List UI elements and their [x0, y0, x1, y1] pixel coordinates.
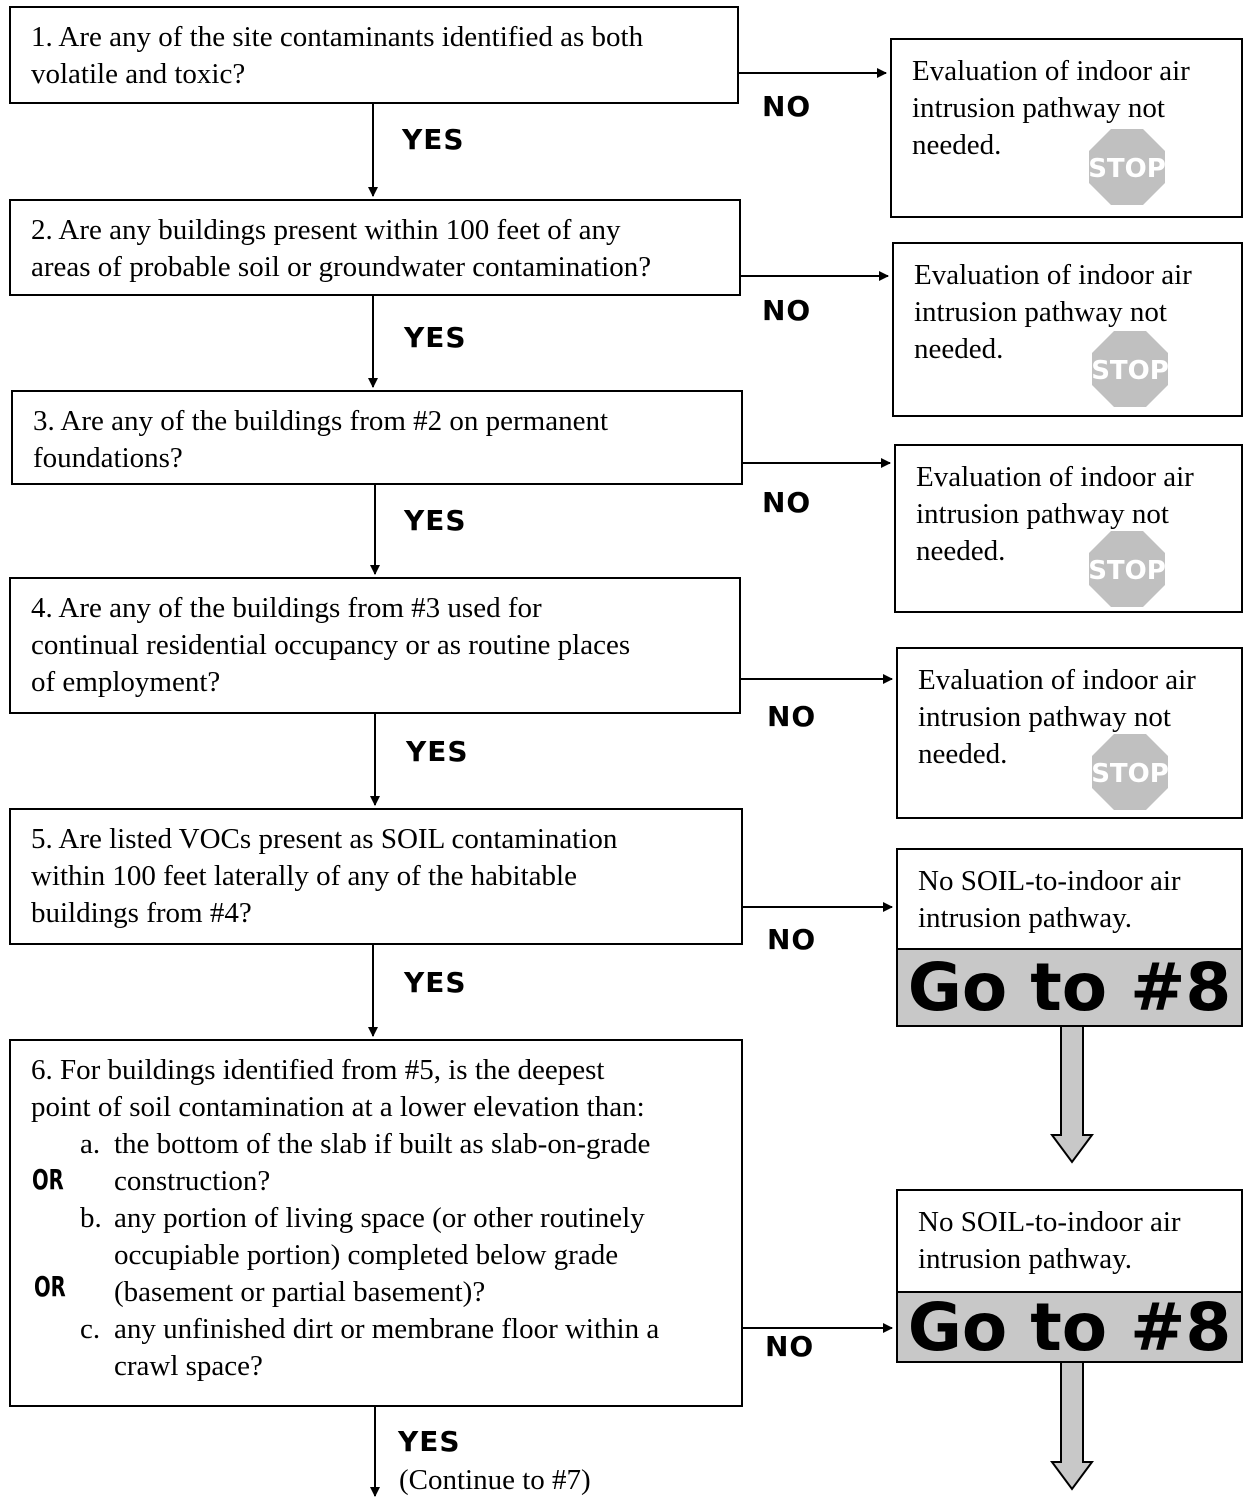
question-box-6: 6. For buildings identified from #5, is … [9, 1039, 743, 1407]
result-text: Evaluation of indoor air intrusion pathw… [918, 664, 1196, 770]
goto-8-banner: Go to #8 [896, 948, 1243, 1027]
stop-sign-icon: STOP [1088, 531, 1166, 607]
yes-label: YES [402, 123, 465, 156]
stop-sign-icon: STOP [1091, 734, 1169, 810]
no-label: NO [767, 700, 817, 733]
result-box-soil: No SOIL-to-indoor air intrusion pathway. [896, 848, 1243, 950]
question-intro: 6. For buildings identified from #5, is … [31, 1054, 645, 1123]
option-letter-c: c. [80, 1313, 101, 1345]
question-text: 1. Are any of the site contaminants iden… [31, 21, 644, 90]
option-text-c: any unfinished dirt or membrane floor wi… [114, 1313, 660, 1382]
down-arrow-icon [1050, 1025, 1094, 1164]
yes-label: YES [404, 504, 467, 537]
yes-label: YES [398, 1425, 461, 1458]
option-letter-a: a. [80, 1128, 101, 1160]
no-label: NO [762, 294, 812, 327]
or-label: OR [32, 1163, 64, 1196]
option-text-a: the bottom of the slab if built as slab-… [114, 1128, 651, 1197]
stop-sign-icon: STOP [1091, 331, 1169, 407]
stop-sign-icon: STOP [1088, 129, 1166, 205]
question-text: 3. Are any of the buildings from #2 on p… [33, 405, 609, 474]
stop-sign-text: STOP [1091, 356, 1169, 386]
result-text: Evaluation of indoor air intrusion pathw… [914, 259, 1192, 365]
question-box-1: 1. Are any of the site contaminants iden… [9, 6, 739, 104]
question-box-2: 2. Are any buildings present within 100 … [9, 199, 741, 296]
question-text: 4. Are any of the buildings from #3 used… [31, 592, 631, 698]
down-arrow-icon [1050, 1361, 1094, 1491]
question-box-5: 5. Are listed VOCs present as SOIL conta… [9, 808, 743, 945]
result-box-stop: Evaluation of indoor air intrusion pathw… [890, 38, 1243, 218]
question-text: 5. Are listed VOCs present as SOIL conta… [31, 823, 618, 929]
result-text: No SOIL-to-indoor air intrusion pathway. [918, 1206, 1181, 1275]
or-label: OR [34, 1270, 66, 1303]
goto-8-banner: Go to #8 [896, 1291, 1243, 1363]
option-letter-b: b. [80, 1202, 102, 1234]
stop-sign-text: STOP [1091, 759, 1169, 789]
result-box-stop: Evaluation of indoor air intrusion pathw… [896, 647, 1243, 819]
no-label: NO [762, 486, 812, 519]
no-label: NO [762, 90, 812, 123]
result-box-soil: No SOIL-to-indoor air intrusion pathway. [896, 1189, 1243, 1293]
question-box-3: 3. Are any of the buildings from #2 on p… [11, 390, 743, 485]
no-label: NO [767, 923, 817, 956]
yes-label: YES [404, 966, 467, 999]
result-text: Evaluation of indoor air intrusion pathw… [916, 461, 1194, 567]
result-box-stop: Evaluation of indoor air intrusion pathw… [894, 444, 1243, 613]
result-box-stop: Evaluation of indoor air intrusion pathw… [892, 242, 1243, 417]
stop-sign-text: STOP [1088, 154, 1166, 184]
stop-sign-text: STOP [1088, 556, 1166, 586]
result-text: No SOIL-to-indoor air intrusion pathway. [918, 865, 1181, 934]
continue-label: (Continue to #7) [399, 1464, 591, 1496]
result-text: Evaluation of indoor air intrusion pathw… [912, 55, 1190, 161]
yes-label: YES [404, 321, 467, 354]
no-label: NO [765, 1330, 815, 1363]
question-box-4: 4. Are any of the buildings from #3 used… [9, 577, 741, 714]
yes-label: YES [406, 735, 469, 768]
option-text-b: any portion of living space (or other ro… [114, 1202, 645, 1308]
question-text: 2. Are any buildings present within 100 … [31, 214, 652, 283]
